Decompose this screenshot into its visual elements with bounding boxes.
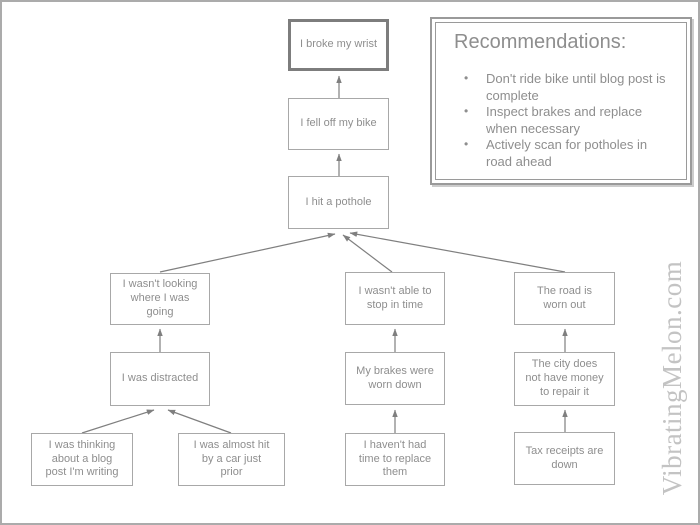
bullet-icon: • [464, 71, 469, 85]
node-fell-off-bike: I fell off my bike [288, 98, 389, 150]
node-tax-receipts: Tax receipts are down [514, 432, 615, 485]
recommendations-inner-frame: Recommendations: • Don't ride bike until… [435, 22, 687, 180]
node-wasnt-looking: I wasn't looking where I was going [110, 273, 210, 325]
node-broke-wrist: I broke my wrist [288, 19, 389, 71]
node-city-no-money: The city does not have money to repair i… [514, 352, 615, 406]
recommendation-text: Don't ride bike until blog post is compl… [486, 71, 666, 103]
arrow-road-to-pothole [349, 231, 566, 273]
recommendation-item: • Inspect brakes and replace when necess… [464, 104, 676, 137]
recommendation-text: Actively scan for potholes in road ahead [486, 137, 648, 169]
recommendations-panel: Recommendations: • Don't ride bike until… [430, 17, 692, 185]
arrow-car-to-distracted [167, 409, 232, 434]
node-almost-hit-car: I was almost hit by a car just prior [178, 433, 285, 486]
watermark: VibratingMelon.com [657, 260, 687, 496]
arrow-blog-to-distracted [81, 409, 155, 434]
recommendations-list: • Don't ride bike until blog post is com… [454, 71, 676, 170]
node-brakes-worn: My brakes were worn down [345, 352, 445, 405]
node-hit-pothole: I hit a pothole [288, 176, 389, 229]
bullet-icon: • [464, 104, 469, 118]
arrow-stop-to-pothole [342, 234, 393, 273]
arrow-looking-to-pothole [159, 232, 336, 273]
node-thinking-blog: I was thinking about a blog post I'm wri… [31, 433, 133, 486]
bullet-icon: • [464, 137, 469, 151]
recommendation-item: • Actively scan for potholes in road ahe… [464, 137, 676, 170]
recommendation-text: Inspect brakes and replace when necessar… [486, 104, 643, 136]
node-no-time-replace: I haven't had time to replace them [345, 433, 445, 486]
node-couldnt-stop: I wasn't able to stop in time [345, 272, 445, 325]
recommendations-title: Recommendations: [454, 31, 627, 53]
recommendation-item: • Don't ride bike until blog post is com… [464, 71, 676, 104]
node-was-distracted: I was distracted [110, 352, 210, 406]
node-road-worn-out: The road is worn out [514, 272, 615, 325]
